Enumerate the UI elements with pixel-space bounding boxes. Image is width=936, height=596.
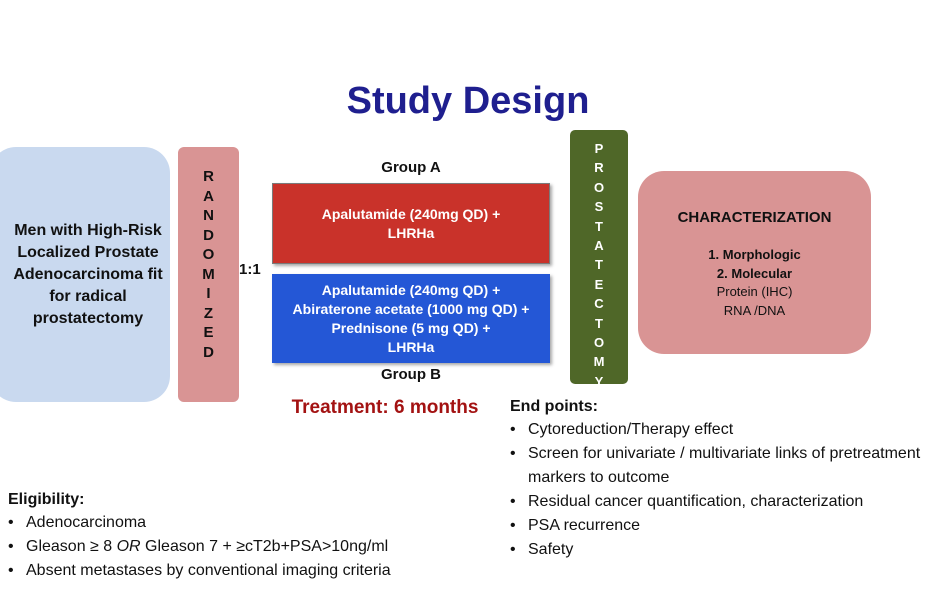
characterization-list: 1. Morphologic 2. Molecular Protein (IHC… <box>638 246 871 320</box>
eligibility-item: Adenocarcinoma <box>8 511 478 535</box>
group-b-line: Prednisone (5 mg QD) + <box>331 319 491 336</box>
eligibility-gleason-text: Gleason ≥ 8 <box>26 538 117 555</box>
prostatectomy-letter: T <box>595 257 603 273</box>
group-a-label: Group A <box>381 159 441 176</box>
characterization-title: CHARACTERIZATION <box>677 209 832 226</box>
randomized-letter: N <box>203 207 214 224</box>
randomization-ratio: 1:1 <box>239 261 261 278</box>
randomized-letter: D <box>203 343 214 361</box>
eligibility-section: Eligibility: Adenocarcinoma Gleason ≥ 8 … <box>8 489 478 583</box>
group-b-line: LHRHa <box>387 338 435 355</box>
group-b-box: Apalutamide (240mg QD) + Abiraterone ace… <box>272 274 550 363</box>
prostatectomy-letter: E <box>594 276 604 292</box>
prostatectomy-letter: A <box>594 238 604 254</box>
randomized-letter: E <box>203 324 214 341</box>
characterization-item: 1. Morphologic <box>708 247 801 262</box>
group-b-line: Abiraterone acetate (1000 mg QD) + <box>292 300 530 317</box>
characterization-box: CHARACTERIZATION 1. Morphologic 2. Molec… <box>638 171 871 354</box>
randomized-letter: R <box>203 168 214 185</box>
endpoint-item: Residual cancer quantification, characte… <box>510 490 930 514</box>
prostatectomy-letter: T <box>595 315 603 331</box>
randomized-letter: D <box>203 226 214 244</box>
randomized-box: R A N D O M I Z E D <box>178 147 239 402</box>
randomized-letter: M <box>202 265 215 283</box>
group-b-label: Group B <box>381 366 441 383</box>
characterization-item: RNA /DNA <box>723 302 786 318</box>
population-box: Men with High-Risk Localized Prostate Ad… <box>0 147 170 402</box>
eligibility-gleason-text: Gleason 7 + ≥cT2b+PSA>10ng/ml <box>140 538 389 555</box>
endpoint-item: PSA recurrence <box>510 514 930 538</box>
group-a-line: LHRHa <box>387 224 435 241</box>
randomized-letter: I <box>206 285 211 302</box>
eligibility-heading: Eligibility: <box>8 491 85 508</box>
group-a-box: Apalutamide (240mg QD) + LHRHa <box>272 183 550 264</box>
treatment-duration: Treatment: 6 months <box>291 397 479 418</box>
characterization-item: Protein (IHC) <box>716 284 793 299</box>
group-a-line: Apalutamide (240mg QD) + <box>321 205 501 222</box>
endpoints-section: End points: Cytoreduction/Therapy effect… <box>510 396 930 562</box>
prostatectomy-letter: S <box>594 199 604 215</box>
prostatectomy-letter: Y <box>594 373 604 389</box>
randomized-letter: A <box>203 187 214 205</box>
endpoints-heading: End points: <box>510 398 598 415</box>
endpoint-item: Safety <box>510 538 930 562</box>
group-b-line: Apalutamide (240mg QD) + <box>321 281 501 298</box>
population-text: Men with High-Risk Localized Prostate Ad… <box>13 221 163 327</box>
page-title: Study Design <box>346 80 590 122</box>
eligibility-or-text: OR <box>116 538 141 555</box>
endpoints-list: Cytoreduction/Therapy effect Screen for … <box>510 418 930 562</box>
prostatectomy-letter: O <box>593 335 605 351</box>
prostatectomy-letter: O <box>593 179 605 195</box>
characterization-item: 2. Molecular <box>716 265 793 281</box>
endpoint-item: Screen for univariate / multivariate lin… <box>510 442 930 490</box>
prostatectomy-letter: C <box>594 296 604 312</box>
prostatectomy-letter: M <box>593 354 605 370</box>
prostatectomy-box: P R O S T A T E C T O M Y <box>570 130 628 389</box>
randomized-letter: Z <box>203 304 214 322</box>
prostatectomy-letter: R <box>594 160 604 176</box>
randomized-letter: O <box>202 246 215 263</box>
prostatectomy-letter: P <box>594 141 604 156</box>
eligibility-list: Adenocarcinoma Gleason ≥ 8 OR Gleason 7 … <box>8 511 478 583</box>
eligibility-item: Gleason ≥ 8 OR Gleason 7 + ≥cT2b+PSA>10n… <box>8 535 478 559</box>
prostatectomy-letter: T <box>595 218 603 234</box>
endpoint-item: Cytoreduction/Therapy effect <box>510 418 930 442</box>
eligibility-item: Absent metastases by conventional imagin… <box>8 559 478 583</box>
